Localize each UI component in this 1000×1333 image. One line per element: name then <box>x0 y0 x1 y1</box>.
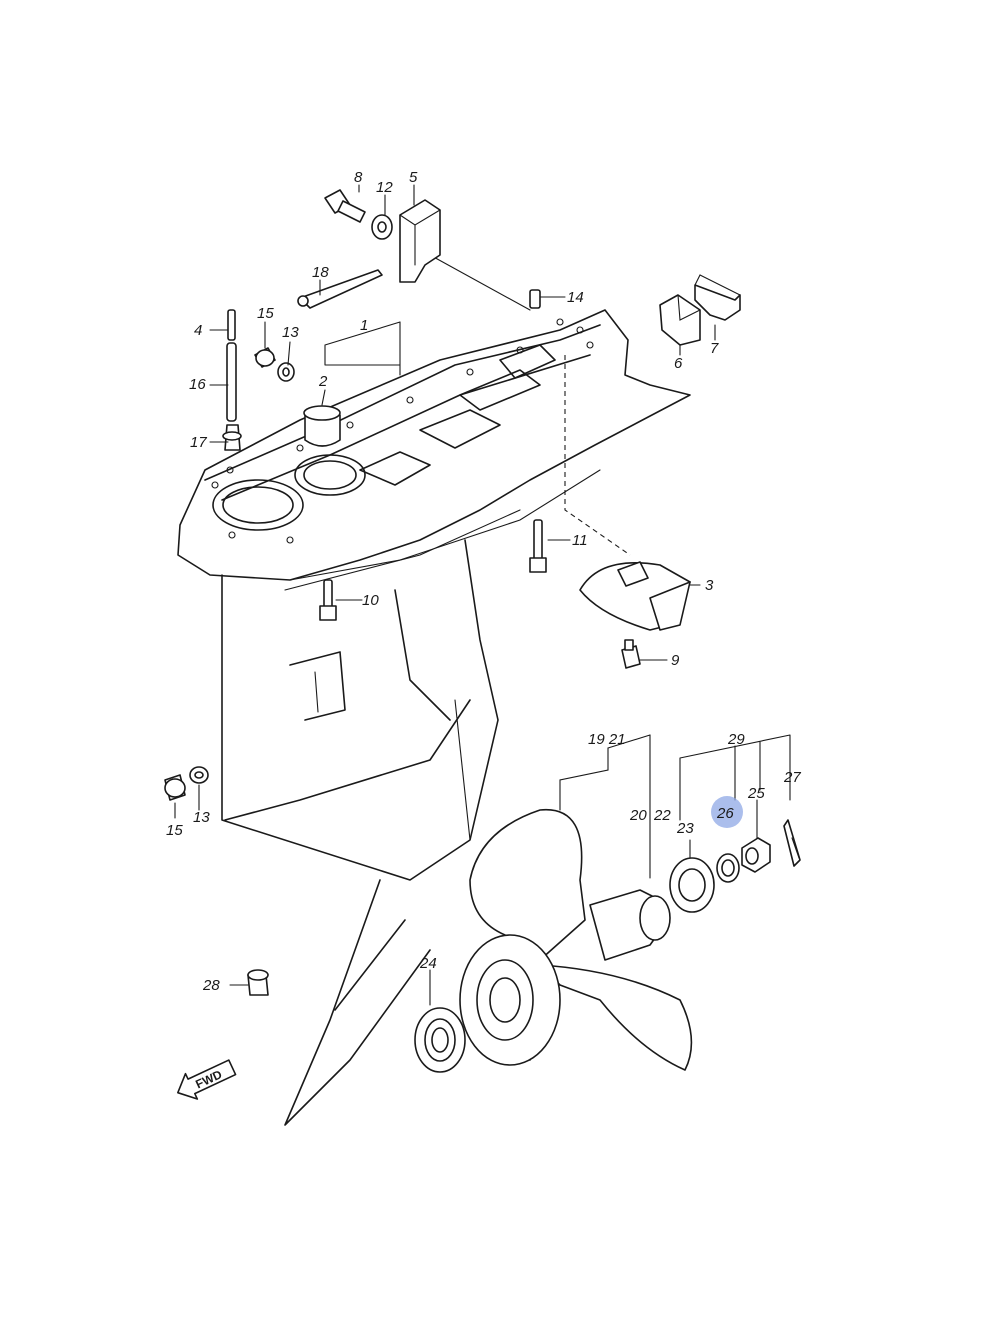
callout-25[interactable]: 25 <box>747 785 765 802</box>
part-27-cotter-pin[interactable] <box>783 819 801 867</box>
callout-13-lower[interactable]: 13 <box>193 809 210 826</box>
part-25-nut[interactable] <box>741 837 771 873</box>
fwd-arrow: FWD <box>177 1059 237 1100</box>
callout-16[interactable]: 16 <box>189 376 206 393</box>
callout-26[interactable]: 26 <box>716 805 734 822</box>
callout-13-upper[interactable]: 13 <box>282 324 299 341</box>
part-10-bolt[interactable] <box>319 579 337 621</box>
part-5-trim-tab[interactable] <box>399 199 441 283</box>
part-11-bolt[interactable] <box>529 519 547 573</box>
part-13-gasket-lower[interactable] <box>189 766 209 784</box>
callout-17[interactable]: 17 <box>190 434 207 451</box>
part-propeller[interactable] <box>459 808 693 1071</box>
callout-15-upper[interactable]: 15 <box>257 305 274 322</box>
callout-6[interactable]: 6 <box>674 355 683 372</box>
part-15-plug-upper[interactable] <box>254 347 276 368</box>
gear-case-housing[interactable] <box>177 309 691 1126</box>
callout-11[interactable]: 11 <box>572 532 588 549</box>
part-3-trim-anode[interactable] <box>579 561 691 631</box>
part-14-dowel-pin[interactable] <box>529 289 541 309</box>
part-17-fitting[interactable] <box>222 424 242 451</box>
callout-labels: 1 2 3 4 5 6 7 8 9 10 11 12 13 13 14 15 1… <box>166 169 801 994</box>
part-9-screw[interactable] <box>621 639 641 669</box>
callout-12[interactable]: 12 <box>376 179 393 196</box>
callout-10[interactable]: 10 <box>362 592 379 609</box>
callout-2[interactable]: 2 <box>318 373 328 390</box>
callout-29[interactable]: 29 <box>727 731 745 748</box>
callout-15-lower[interactable]: 15 <box>166 822 183 839</box>
callout-18[interactable]: 18 <box>312 264 329 281</box>
part-28-plug[interactable] <box>247 969 269 996</box>
callout-19-21[interactable]: 19 21 <box>588 731 626 748</box>
part-6-cover[interactable] <box>659 294 701 346</box>
leader-lines <box>174 184 791 1006</box>
callout-14[interactable]: 14 <box>567 289 584 306</box>
callout-28[interactable]: 28 <box>202 977 220 994</box>
callout-24[interactable]: 24 <box>419 955 437 972</box>
callout-9[interactable]: 9 <box>671 652 680 669</box>
highlight-marker <box>711 796 743 828</box>
part-13-gasket-upper[interactable] <box>277 362 295 382</box>
part-8-bolt[interactable] <box>324 189 366 223</box>
part-18-clip[interactable] <box>297 269 383 309</box>
part-24-thrust-washer[interactable] <box>414 1007 466 1073</box>
part-7-bracket[interactable] <box>694 274 741 321</box>
callout-3[interactable]: 3 <box>705 577 714 594</box>
callout-8[interactable]: 8 <box>354 169 363 186</box>
part-4-stud[interactable] <box>227 309 236 341</box>
callout-7[interactable]: 7 <box>710 340 719 357</box>
part-16-rod[interactable] <box>226 342 237 422</box>
callout-27[interactable]: 27 <box>783 769 801 786</box>
callout-20[interactable]: 20 <box>629 807 647 824</box>
callout-5[interactable]: 5 <box>409 169 418 186</box>
callout-1[interactable]: 1 <box>360 317 368 334</box>
part-12-washer[interactable] <box>371 214 393 240</box>
part-15-plug-lower[interactable] <box>164 774 186 801</box>
callout-23[interactable]: 23 <box>676 820 694 837</box>
part-26-washer[interactable] <box>716 853 740 883</box>
part-23-washer[interactable] <box>669 857 715 913</box>
callout-4[interactable]: 4 <box>194 322 202 339</box>
callout-22[interactable]: 22 <box>653 807 671 824</box>
